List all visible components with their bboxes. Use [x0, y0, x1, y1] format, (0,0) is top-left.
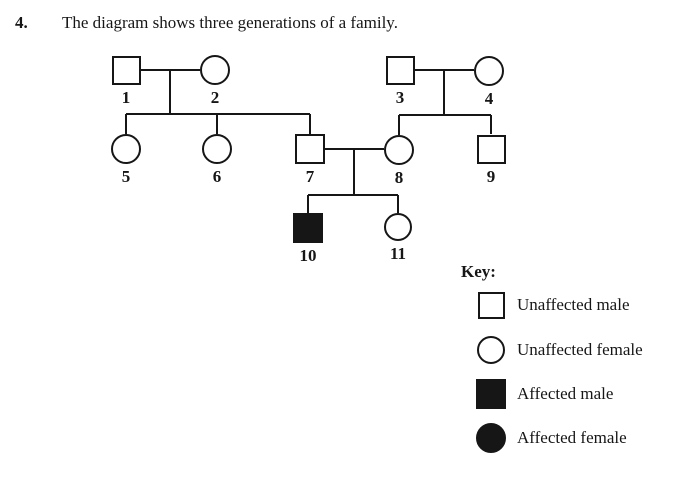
key-unaffected-female-icon: [477, 336, 505, 364]
connector-drop-5: [125, 114, 127, 134]
key-label-unaffected-female: Unaffected female: [517, 340, 643, 359]
question-text: The diagram shows three generations of a…: [62, 13, 398, 32]
person-8-unaffected-female-symbol: [384, 135, 414, 165]
person-7-unaffected-male-symbol: [295, 134, 325, 164]
person-5-unaffected-female-symbol: [111, 134, 141, 164]
person-2-unaffected-female-symbol: [200, 55, 230, 85]
connector-drop-7: [309, 114, 311, 134]
connector-drop-9: [490, 115, 492, 134]
person-2-number: 2: [210, 88, 220, 107]
person-8-number: 8: [394, 168, 404, 187]
person-3-number: 3: [395, 87, 405, 107]
connector-sibship-3-4: [399, 114, 491, 116]
person-1-unaffected-male-symbol: [111, 55, 141, 85]
connector-descent-1-2: [169, 70, 171, 114]
person-7-number: 7: [305, 167, 315, 186]
connector-drop-10: [307, 195, 309, 213]
connector-drop-6: [216, 114, 218, 134]
person-10-number: 10: [299, 246, 317, 265]
connector-drop-8: [398, 115, 400, 135]
person-9-unaffected-male-symbol: [476, 134, 506, 164]
question-number: 4.: [15, 13, 28, 32]
connector-descent-7-8: [353, 149, 355, 195]
key-label-affected-female: Affected female: [517, 428, 627, 447]
person-1-number: 1: [121, 87, 131, 107]
person-5-number: 5: [121, 167, 131, 186]
key-label-affected-male: Affected male: [517, 384, 614, 403]
person-10-affected-male-symbol: [293, 213, 323, 243]
connector-drop-11: [397, 195, 399, 213]
key-affected-male-icon: [476, 379, 506, 409]
key-affected-female-icon: [476, 423, 506, 453]
person-6-number: 6: [212, 167, 222, 186]
connector-sibship-1-2: [126, 113, 310, 115]
person-4-unaffected-female-symbol: [474, 56, 504, 86]
person-6-unaffected-female-symbol: [202, 134, 232, 164]
person-9-number: 9: [486, 166, 496, 186]
connector-descent-3-4: [443, 70, 445, 115]
person-4-number: 4: [484, 89, 494, 108]
person-11-number: 11: [389, 244, 407, 263]
key-label-unaffected-male: Unaffected male: [517, 295, 630, 314]
person-11-unaffected-female-symbol: [384, 213, 412, 241]
key-heading: Key:: [461, 262, 496, 281]
person-3-unaffected-male-symbol: [385, 55, 415, 85]
connector-sibship-7-8: [308, 194, 398, 196]
key-unaffected-male-icon: [477, 291, 505, 319]
